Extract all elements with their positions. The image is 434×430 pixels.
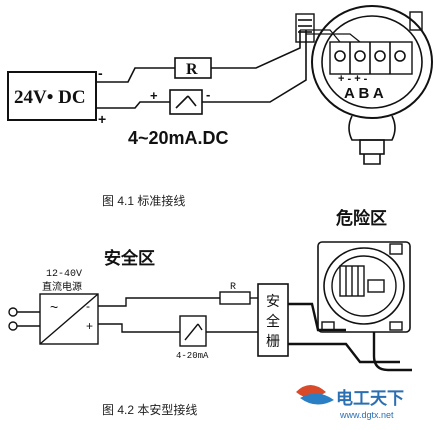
figure-4-1 — [7, 5, 433, 165]
wire-meter-out — [202, 30, 307, 103]
cable-gland — [295, 13, 315, 43]
ammeter-fig2 — [179, 315, 207, 347]
process-connection — [359, 139, 385, 155]
supply-plus-sign: + — [98, 111, 106, 127]
supply-minus-fig2: - — [86, 299, 90, 313]
input-terminal — [8, 321, 18, 331]
watermark-url: www.dgtx.net — [339, 410, 394, 420]
safety-barrier — [257, 283, 289, 357]
wire-resistor-out — [211, 30, 301, 69]
supply-minus-sign: - — [98, 65, 103, 81]
figure-4-2 — [8, 241, 412, 372]
wire-supply-minus — [98, 297, 220, 307]
caption-fig-4-1: 图 4.1 标准接线 — [102, 193, 185, 208]
wire-supply-plus — [98, 323, 180, 333]
dc-supply-box — [7, 71, 97, 121]
terminal-polarity: + - + - — [338, 73, 368, 85]
resistor-label-fig2: R — [230, 282, 236, 293]
meter-needle — [175, 95, 189, 109]
conduit — [372, 332, 412, 372]
meter-range-fig2: 4-20mA — [176, 351, 209, 361]
plug-right — [409, 11, 423, 31]
danger-zone-label: 危险区 — [335, 208, 387, 228]
transmitter-neck — [348, 115, 396, 141]
supply-plus-fig2: + — [86, 319, 93, 333]
dc-supply-box-fig2 — [39, 293, 99, 345]
terminal-screw — [334, 50, 346, 62]
cable-to-transmitter — [288, 302, 346, 332]
meter-plus-sign: + — [150, 88, 158, 103]
ammeter-fig1 — [169, 89, 203, 115]
supply-voltage-label: 12-40V — [46, 269, 82, 280]
terminal-screw — [354, 50, 366, 62]
resistor-fig2 — [219, 291, 251, 305]
supply-diagonal — [39, 293, 99, 345]
transmitter-housing — [311, 5, 433, 119]
safe-zone-label: 安全区 — [104, 248, 155, 268]
supply-name-label: 直流电源 — [42, 280, 82, 293]
wire-negative — [96, 67, 175, 83]
caption-fig-4-2: 图 4.2 本安型接线 — [102, 402, 197, 417]
terminal-block — [329, 41, 413, 75]
dc-supply-label: 24V• DC — [14, 87, 86, 108]
terminal-screw — [374, 50, 386, 62]
meter-minus-sign: - — [206, 87, 210, 102]
wire-positive — [96, 101, 170, 109]
resistor-label-fig1: R — [186, 61, 198, 78]
input-terminal — [8, 307, 18, 317]
supply-symbol: ~ — [50, 299, 58, 315]
watermark-brand: 电工天下 — [336, 388, 404, 408]
safety-barrier-label: 安全栅 — [266, 293, 280, 349]
watermark-logo — [296, 385, 334, 405]
terminal-screw — [394, 50, 406, 62]
current-range-label: 4~20mA.DC — [128, 128, 229, 148]
terminal-letters: A B A — [344, 85, 384, 102]
transmitter-body-fig2 — [317, 241, 411, 333]
